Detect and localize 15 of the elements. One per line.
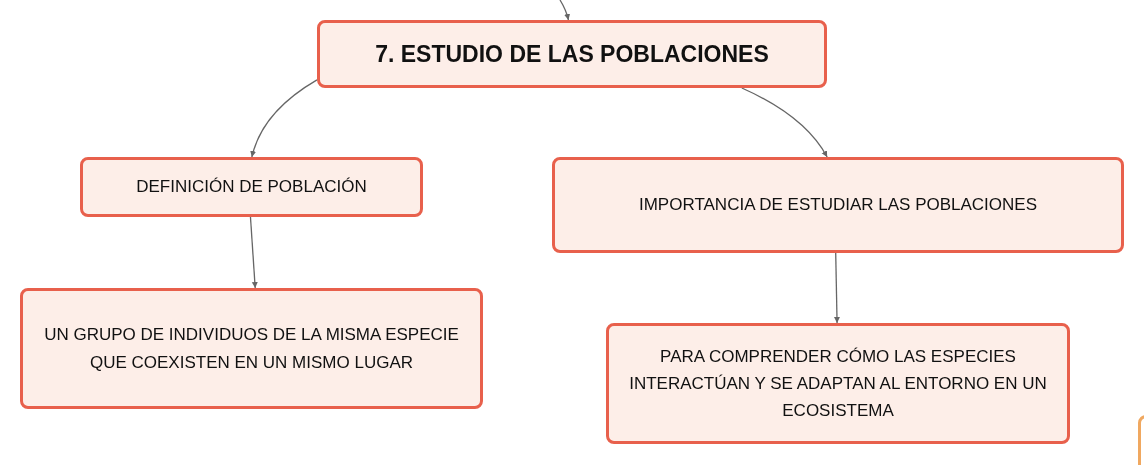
node-text: PARA COMPRENDER CÓMO LAS ESPECIES INTERACTÚAN Y SE ADAPTAN AL ENTORNO EN UN ECOSISTEMA — [628, 345, 1048, 423]
topic-box — [317, 20, 827, 88]
concept-box — [552, 157, 1124, 253]
concept-box — [20, 288, 483, 409]
connector-arrow — [741, 87, 828, 158]
node-text: UN GRUPO DE INDIVIDUOS DE LA MISMA ESPECIE QUE COEXISTEN EN UN MISMO LUGAR — [43, 324, 460, 374]
node-text: IMPORTANCIA DE ESTUDIAR LAS POBLACIONES — [639, 194, 1037, 217]
node-text: 7. ESTUDIO DE LAS POBLACIONES — [375, 39, 769, 69]
concept-box — [606, 323, 1070, 444]
connector-arrow — [833, 252, 840, 324]
connector-arrow — [559, 0, 570, 21]
connector-arrow — [249, 216, 258, 289]
connector-arrow — [250, 79, 318, 158]
node-text: DEFINICIÓN DE POBLACIÓN — [136, 176, 367, 199]
concept-box — [80, 157, 423, 217]
